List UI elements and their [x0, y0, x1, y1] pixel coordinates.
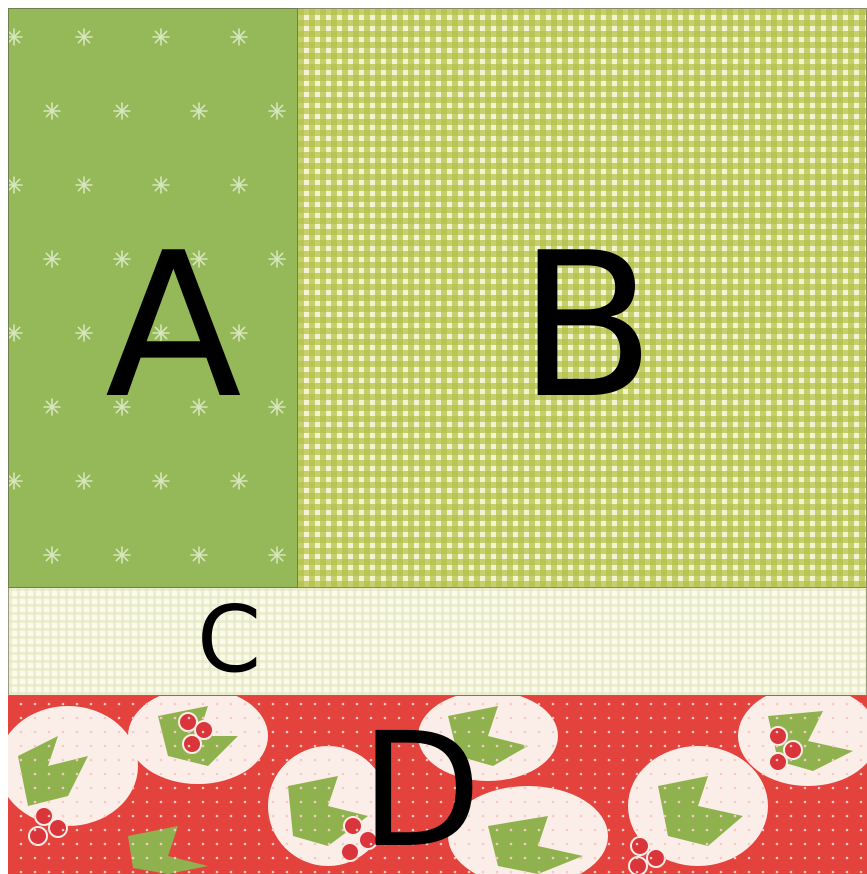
- fabric-panel-b: B: [298, 8, 867, 588]
- panel-b-label: B: [518, 227, 655, 427]
- panel-c-label: C: [197, 594, 261, 686]
- fabric-quilt-block: A B C: [8, 8, 867, 874]
- fabric-panel-c: C: [8, 588, 867, 696]
- fabric-panel-a: A: [8, 8, 298, 588]
- fabric-panel-d: D: [8, 696, 867, 874]
- panel-a-label: A: [105, 227, 242, 427]
- panel-d-label: D: [360, 712, 482, 870]
